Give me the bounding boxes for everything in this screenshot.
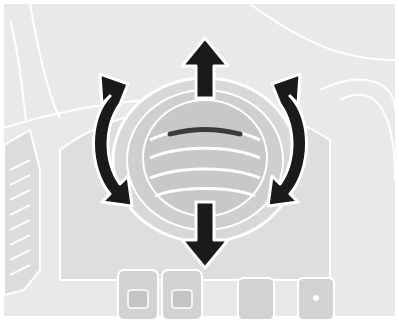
switch-3 [238,278,274,320]
vent-face [143,100,267,216]
switch-1-button [128,290,148,308]
left-panel [4,130,40,295]
switch-2-button [172,290,192,308]
switch-4-dot [313,295,319,301]
